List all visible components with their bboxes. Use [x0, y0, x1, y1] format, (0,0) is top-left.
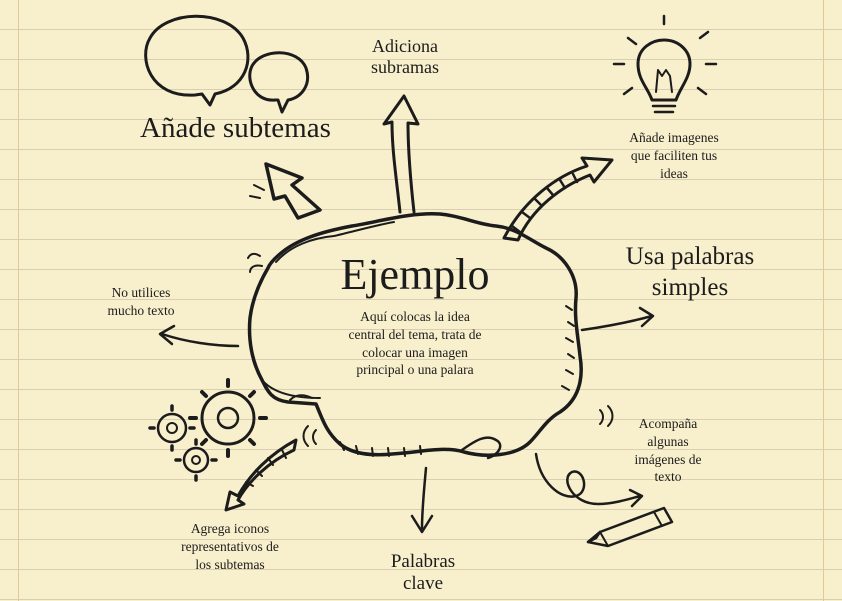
central-title: Ejemplo [340, 250, 490, 299]
arrow-to-simple-words [580, 306, 655, 332]
label-line: Acompaña [638, 416, 698, 431]
description-line: Aquí colocas la idea [360, 309, 470, 324]
label-little-text: No utilices mucho texto [88, 284, 194, 320]
label-line: Usa palabras [625, 243, 755, 270]
description-line: central del tema, trata de [348, 326, 482, 342]
label-line: subramas [371, 56, 439, 77]
label-line: Adiciona [372, 36, 438, 56]
description-line: colocar una imagen [362, 344, 468, 360]
label-line: simples [651, 274, 729, 302]
label-line: representativos de [181, 538, 279, 554]
arrow-to-keywords [410, 466, 434, 534]
margin-line-right [823, 0, 824, 601]
arrow-to-subbranches [382, 94, 420, 214]
arrow-to-image-text [534, 452, 644, 508]
label-keywords: Palabras clave [368, 551, 478, 595]
arrow-to-images [502, 156, 614, 242]
label-line: Palabras [390, 551, 456, 572]
margin-line-left [18, 0, 19, 601]
label-add-branches: Adiciona subramas [360, 36, 450, 77]
label-line: No utilices [111, 285, 171, 300]
pencil-icon [586, 506, 674, 548]
arrow-to-subtopics [264, 162, 322, 220]
label-add-images: Añade imagenes que faciliten tus ideas [614, 129, 734, 182]
central-brain-shape [247, 211, 583, 460]
label-image-text: Acompaña algunas imágenes de texto [618, 415, 718, 486]
speech-bubbles-icon [144, 14, 309, 114]
label-line: ideas [660, 165, 688, 181]
arrow-to-little-text [158, 324, 240, 348]
central-description: Aquí colocas la idea central del tema, t… [315, 308, 515, 379]
lightbulb-icon [612, 14, 718, 114]
label-line: clave [402, 572, 444, 594]
label-line: que faciliten tus [630, 147, 718, 163]
label-line: algunas [647, 433, 689, 449]
label-line: imágenes de [634, 451, 702, 467]
label-icons: Agrega iconos representativos de los sub… [155, 520, 305, 573]
label-add-subtopics: Añade subtemas [140, 112, 331, 144]
gears-icon [148, 378, 268, 482]
label-line: texto [654, 469, 682, 485]
arrow-to-icons [224, 438, 298, 512]
label-simple-words: Usa palabras simples [600, 241, 780, 304]
label-line: mucho texto [107, 302, 175, 318]
label-line: los subtemas [195, 556, 265, 572]
label-line: Añade imagenes [629, 130, 719, 145]
label-line: Agrega iconos [190, 521, 270, 536]
description-line: principal o una palara [356, 362, 474, 378]
